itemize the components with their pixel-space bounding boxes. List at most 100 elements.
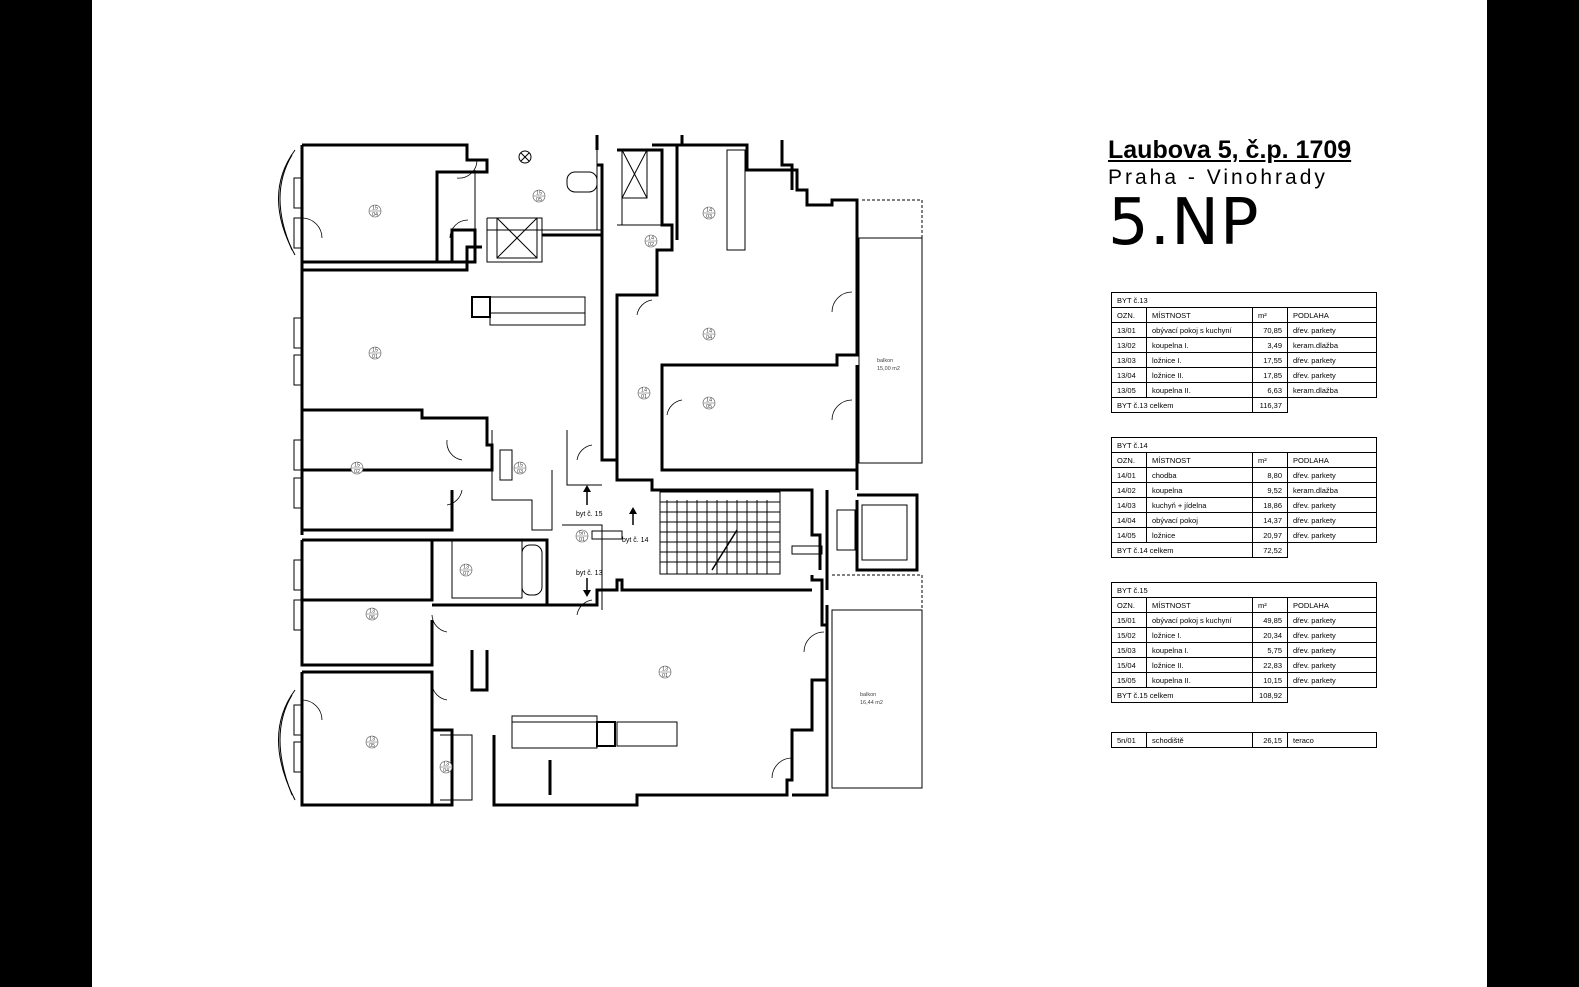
schedule-header: PODLAHA <box>1287 307 1377 323</box>
schedule-header: PODLAHA <box>1287 452 1377 468</box>
arrow-byt14-label: byt č. 14 <box>622 537 649 544</box>
schedule-title: BYT č.15 <box>1111 582 1377 598</box>
schedule-cell: 14/05 <box>1111 527 1147 543</box>
schedule-cell: koupelna I. <box>1146 337 1253 353</box>
schedule-cell: 13/01 <box>1111 322 1147 338</box>
schedule-empty <box>1288 688 1377 703</box>
schedule-cell: ložnice I. <box>1146 352 1253 368</box>
schedule-cell: dřev. parkety <box>1287 497 1377 513</box>
schedule-cell: chodba <box>1146 467 1253 483</box>
schedule-title: BYT č.13 <box>1111 292 1377 308</box>
schedule-cell: 17,85 <box>1252 367 1288 383</box>
schedule-cell: 3,49 <box>1252 337 1288 353</box>
schedule-cell: 13/05 <box>1111 382 1147 398</box>
city-subtitle: Praha - Vinohrady <box>1108 166 1328 189</box>
schedule-cell: dřev. parkety <box>1287 352 1377 368</box>
door-swings <box>301 159 853 779</box>
room-number-bottom: 03 <box>517 469 523 475</box>
schedule-cell: 70,85 <box>1252 322 1288 338</box>
room-number-top: 15 <box>372 206 378 212</box>
balcony-bottom-area: 16,44 m2 <box>860 700 883 706</box>
schedule-cell: dřev. parkety <box>1287 322 1377 338</box>
floor-label: 5.NP <box>1108 186 1260 260</box>
schedule-cell: 15/05 <box>1111 672 1147 688</box>
schedule-cell: keram.dlažba <box>1287 482 1377 498</box>
schedule-cell: 10,15 <box>1252 672 1288 688</box>
schedule-cell: 15/01 <box>1111 612 1147 628</box>
stair-code: 5n/01 <box>1111 732 1147 748</box>
schedule-cell: 14/01 <box>1111 467 1147 483</box>
schedule-cell: dřev. parkety <box>1287 512 1377 528</box>
stair-area: 26,15 <box>1252 732 1288 748</box>
schedule-cell: 17,55 <box>1252 352 1288 368</box>
schedule-cell: dřev. parkety <box>1287 657 1377 673</box>
schedule-total-label: BYT č.15 celkem <box>1111 687 1253 703</box>
schedule-cell: obývací pokoj s kuchyní <box>1146 612 1253 628</box>
schedule-cell: 14/02 <box>1111 482 1147 498</box>
arrow-up-head-icon <box>583 485 591 492</box>
room-number-bottom: 03 <box>706 214 712 220</box>
balcony-top-name: balkon <box>877 358 893 364</box>
schedule-header: OZN. <box>1111 597 1147 613</box>
schedule-cell: ložnice <box>1146 527 1253 543</box>
room-number-top: 14 <box>706 398 712 404</box>
room-number-bottom: 06 <box>369 615 375 621</box>
room-number-bottom: 07 <box>463 571 469 577</box>
schedule-cell: koupelna II. <box>1146 672 1253 688</box>
room-number-top: 15 <box>354 463 360 469</box>
schedule-cell: dřev. parkety <box>1287 367 1377 383</box>
direction-arrows: byt č. 15 byt č. 14 byt č. 13 <box>576 485 649 597</box>
room-number-bottom: 04 <box>706 335 712 341</box>
schedule-total-label: BYT č.14 celkem <box>1111 542 1253 558</box>
room-number-bottom: 05 <box>369 743 375 749</box>
room-number-top: 14 <box>648 236 654 242</box>
arrow-down-head-icon <box>583 590 591 597</box>
room-number-bottom: 04 <box>372 212 378 218</box>
arrow-byt13-label: byt č. 13 <box>576 570 603 577</box>
schedule-cell: ložnice II. <box>1146 367 1253 383</box>
schedule-cell: 14,37 <box>1252 512 1288 528</box>
schedule-cell: dřev. parkety <box>1287 527 1377 543</box>
schedule-cell: koupelna I. <box>1146 642 1253 658</box>
room-number-top: 13 <box>443 762 449 768</box>
schedule-cell: dřev. parkety <box>1287 612 1377 628</box>
schedule-cell: 49,85 <box>1252 612 1288 628</box>
schedule-cell: 14/04 <box>1111 512 1147 528</box>
schedule-header: OZN. <box>1111 452 1147 468</box>
schedule-cell: 15/03 <box>1111 642 1147 658</box>
schedule-cell: keram.dlažba <box>1287 337 1377 353</box>
schedule-cell: 13/03 <box>1111 352 1147 368</box>
schedule-header: PODLAHA <box>1287 597 1377 613</box>
schedule-cell: 15/04 <box>1111 657 1147 673</box>
room-number-bottom: 01 <box>372 354 378 360</box>
arrow-up-head-icon <box>629 507 637 514</box>
stair-floor: teraco <box>1287 732 1377 748</box>
schedule-empty <box>1288 398 1377 413</box>
room-number-bottom: 01 <box>641 394 647 400</box>
room-number-bottom: 02 <box>648 242 654 248</box>
schedule-cell: 6,63 <box>1252 382 1288 398</box>
schedule-cell: 20,34 <box>1252 627 1288 643</box>
